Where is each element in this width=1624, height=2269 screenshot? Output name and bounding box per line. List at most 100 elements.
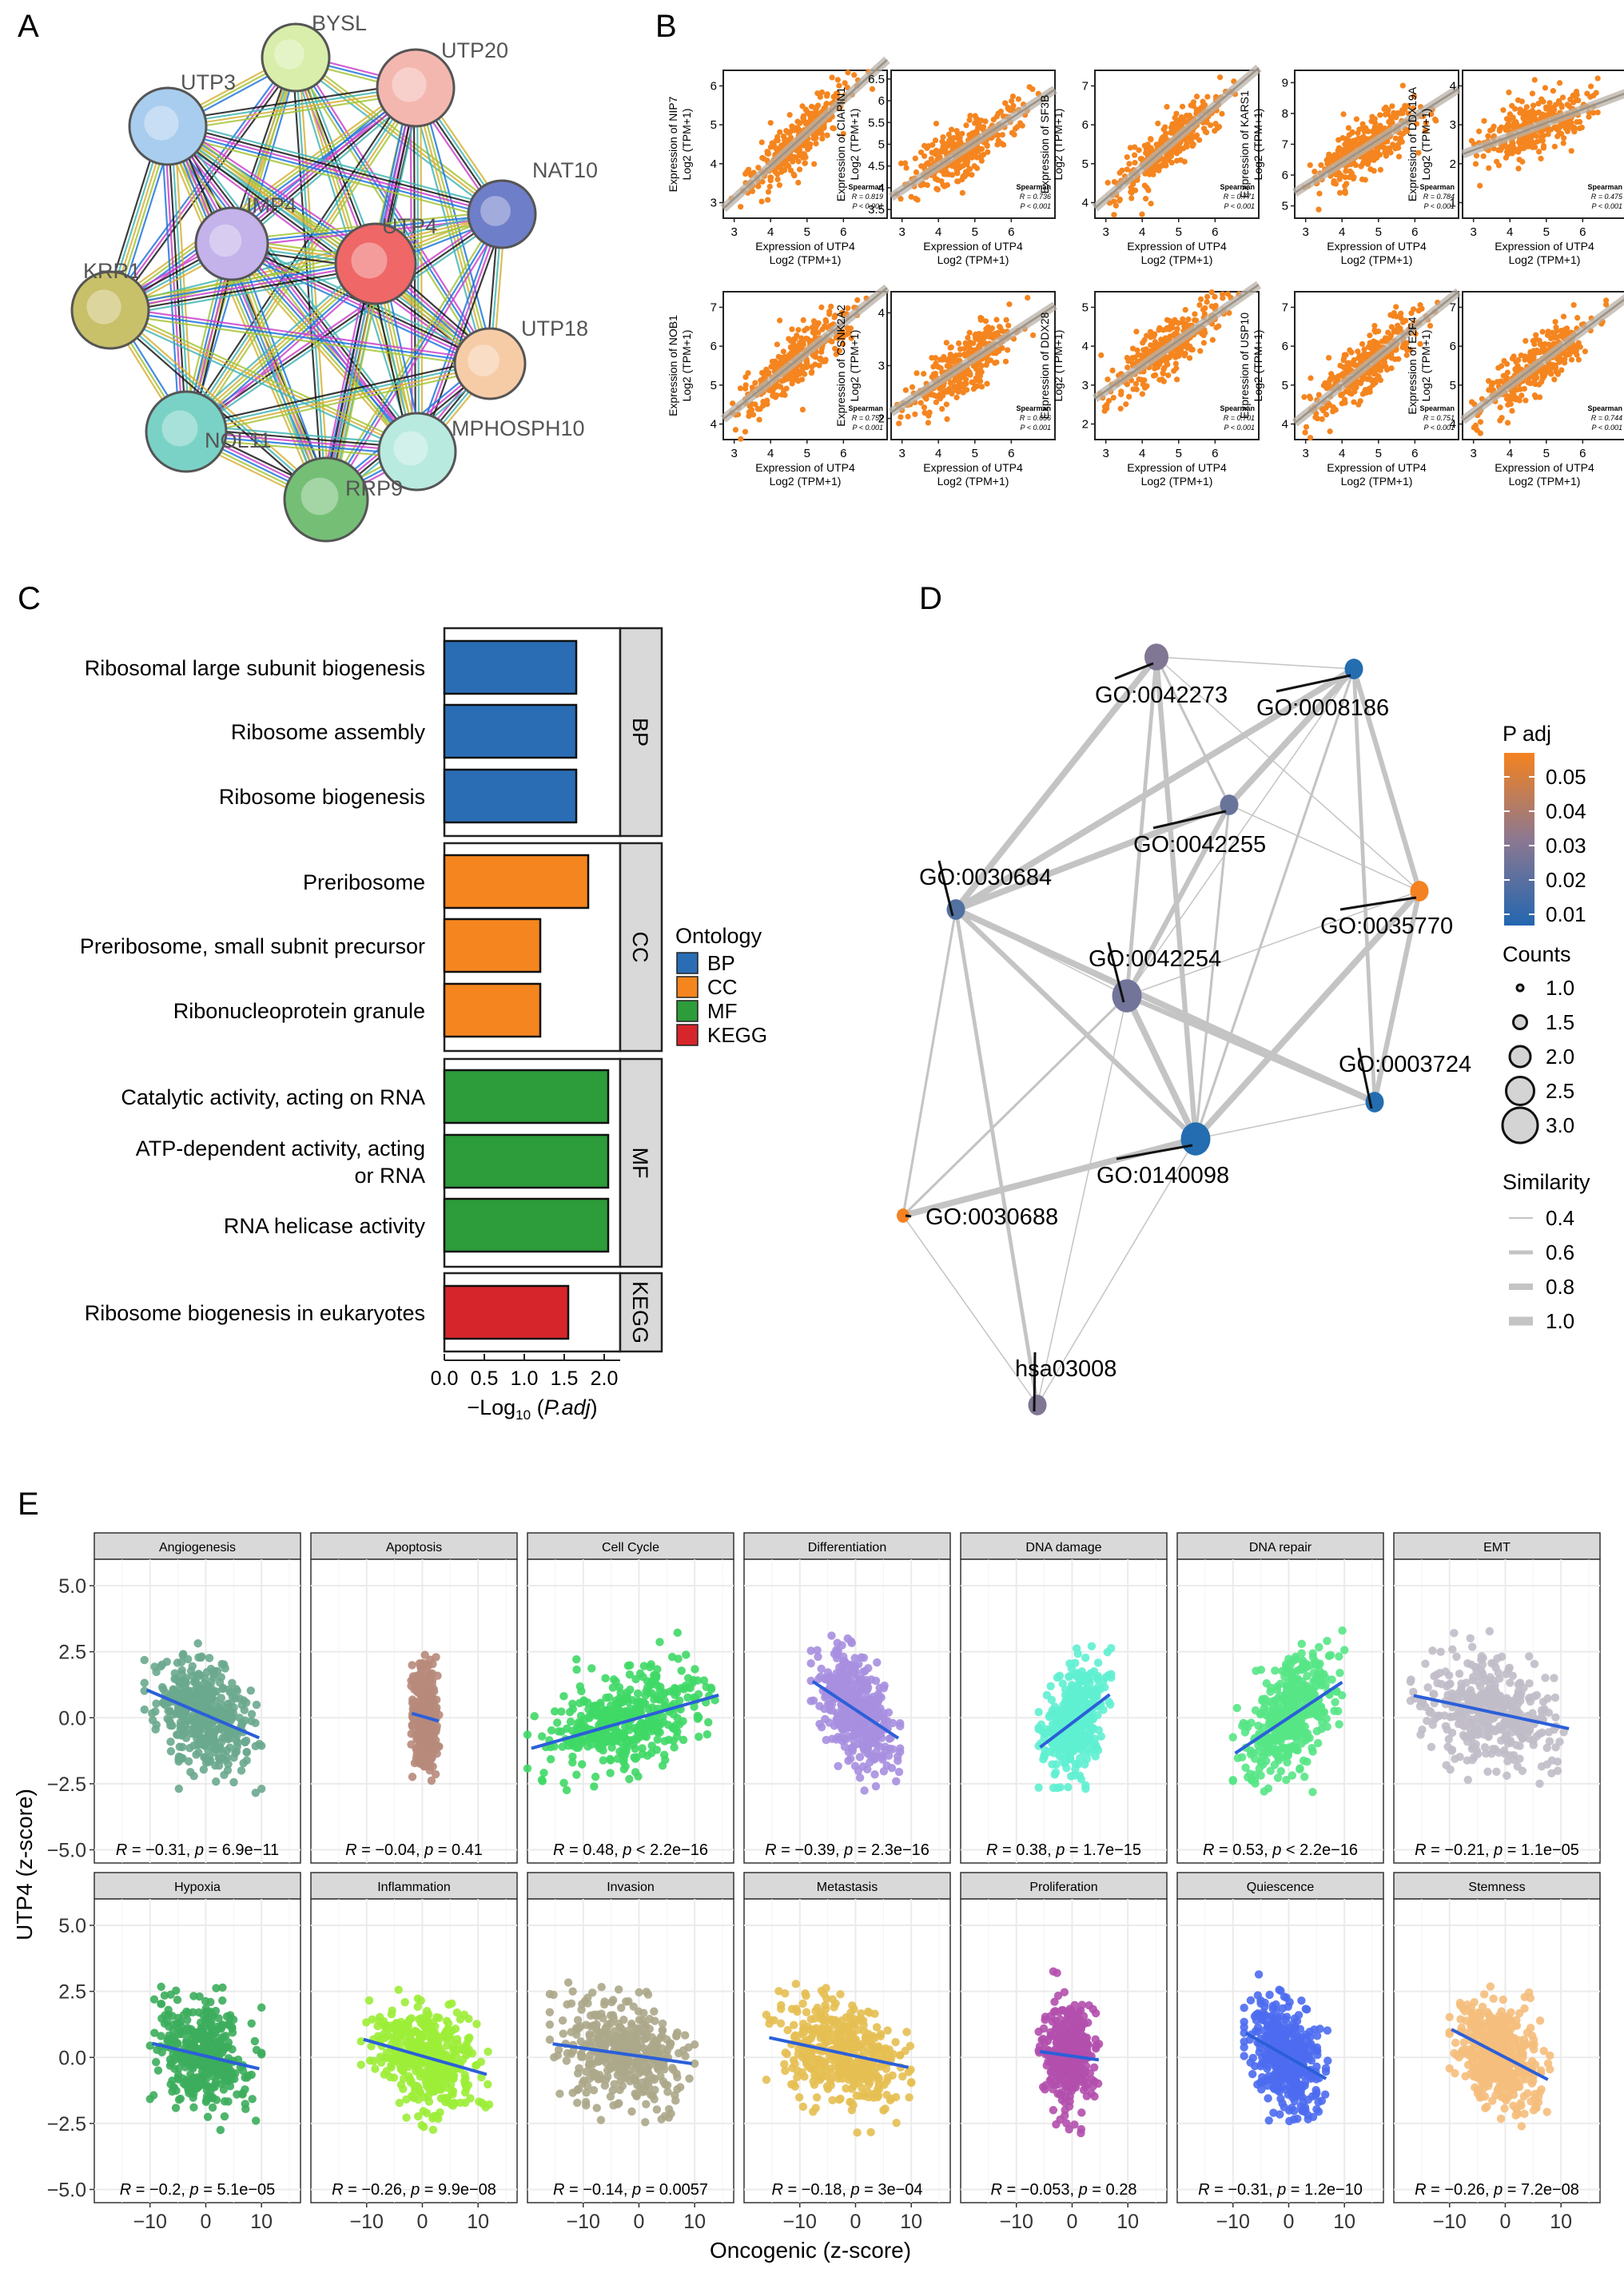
data-point [828, 303, 834, 310]
data-point [205, 1681, 213, 1690]
data-point [1515, 165, 1522, 172]
panel-a-edge [187, 368, 492, 438]
data-point [1545, 332, 1551, 338]
data-point [960, 162, 966, 169]
data-point [774, 147, 781, 153]
data-point [223, 1765, 233, 1775]
data-point [1216, 124, 1223, 130]
protein-node [376, 48, 456, 128]
data-point [1316, 206, 1322, 213]
data-point [956, 134, 963, 141]
data-point [783, 128, 790, 134]
data-point [1139, 391, 1145, 397]
legend-counts-title: Counts [1503, 942, 1571, 966]
data-point [973, 115, 980, 121]
y-tick-label: 6 [1450, 340, 1456, 353]
data-point [778, 384, 784, 390]
y-tick-label: 4 [878, 181, 885, 195]
protein-structure-icon [480, 196, 511, 226]
data-point [808, 103, 815, 109]
panel-a-edge [181, 257, 372, 428]
data-point [1347, 360, 1354, 367]
y-tick-label: 4 [710, 157, 717, 171]
protein-node [467, 179, 537, 249]
go-term-label: GO:0042254 [1089, 946, 1221, 972]
panel-a-edge [293, 59, 501, 218]
data-point [1504, 369, 1511, 376]
data-point [978, 363, 985, 369]
data-point [921, 153, 928, 159]
facet-label: CC [628, 932, 652, 963]
panel-a-edge [183, 261, 374, 430]
data-point [903, 165, 910, 171]
panel-a-edge [109, 309, 327, 500]
data-point [1564, 102, 1570, 108]
data-point [1423, 120, 1429, 126]
data-point [834, 77, 841, 83]
y-tick-label: 5 [1082, 301, 1089, 314]
data-point [742, 428, 749, 435]
protein-node [283, 456, 369, 543]
data-point [1135, 352, 1141, 358]
data-point [1551, 376, 1558, 383]
data-point [795, 179, 802, 186]
similarity-edge [902, 909, 957, 1216]
y-tick-label: 2 [878, 412, 885, 426]
data-point [851, 72, 858, 78]
padj-tick-label: 0.03 [1546, 834, 1586, 858]
data-point [197, 1653, 205, 1662]
data-point [1594, 75, 1601, 82]
data-point [1353, 116, 1359, 122]
data-point [225, 1688, 235, 1697]
similarity-tick-label: 0.6 [1546, 1240, 1574, 1264]
data-point [1208, 289, 1215, 296]
data-point [177, 1666, 186, 1675]
panel-a-edge [109, 213, 503, 312]
data-point [1148, 137, 1154, 143]
data-point [953, 128, 960, 134]
data-point [1528, 353, 1534, 360]
counts-tick-label: 1.5 [1546, 1010, 1574, 1034]
category-label: or RNA [354, 1164, 425, 1188]
data-point [1156, 167, 1162, 173]
data-point [914, 197, 921, 203]
data-point [209, 1734, 218, 1743]
data-point [194, 1671, 203, 1681]
data-point [1177, 157, 1184, 163]
data-point [746, 408, 753, 416]
data-point [982, 118, 989, 125]
panel-label-b: B [655, 9, 677, 44]
data-point [1427, 323, 1434, 329]
protein-node [128, 86, 208, 166]
data-point [1193, 94, 1200, 100]
data-point [943, 340, 949, 346]
data-point [1212, 128, 1218, 134]
data-point [929, 374, 935, 380]
y-tick-label: −2.5 [47, 1773, 86, 1796]
data-point [917, 400, 924, 406]
data-point [963, 122, 969, 129]
data-point [1184, 344, 1191, 351]
data-point [166, 1738, 175, 1746]
x-tick-label: 4 [1339, 225, 1345, 239]
data-point [1111, 212, 1117, 218]
protein-structure-icon [86, 289, 121, 324]
data-point [988, 332, 994, 338]
data-point [242, 1748, 251, 1757]
data-point [788, 134, 794, 141]
data-point [212, 1777, 221, 1786]
data-point [1144, 383, 1150, 389]
data-point [1387, 145, 1393, 152]
data-point [1105, 397, 1113, 404]
data-point [1472, 161, 1479, 167]
data-point [1331, 180, 1337, 186]
data-point [812, 361, 818, 368]
data-point [914, 370, 920, 376]
data-point [972, 383, 978, 389]
data-point [1539, 372, 1546, 379]
data-point [732, 427, 739, 433]
go-term-label: GO:0035770 [1320, 914, 1453, 939]
data-point [221, 1733, 229, 1742]
